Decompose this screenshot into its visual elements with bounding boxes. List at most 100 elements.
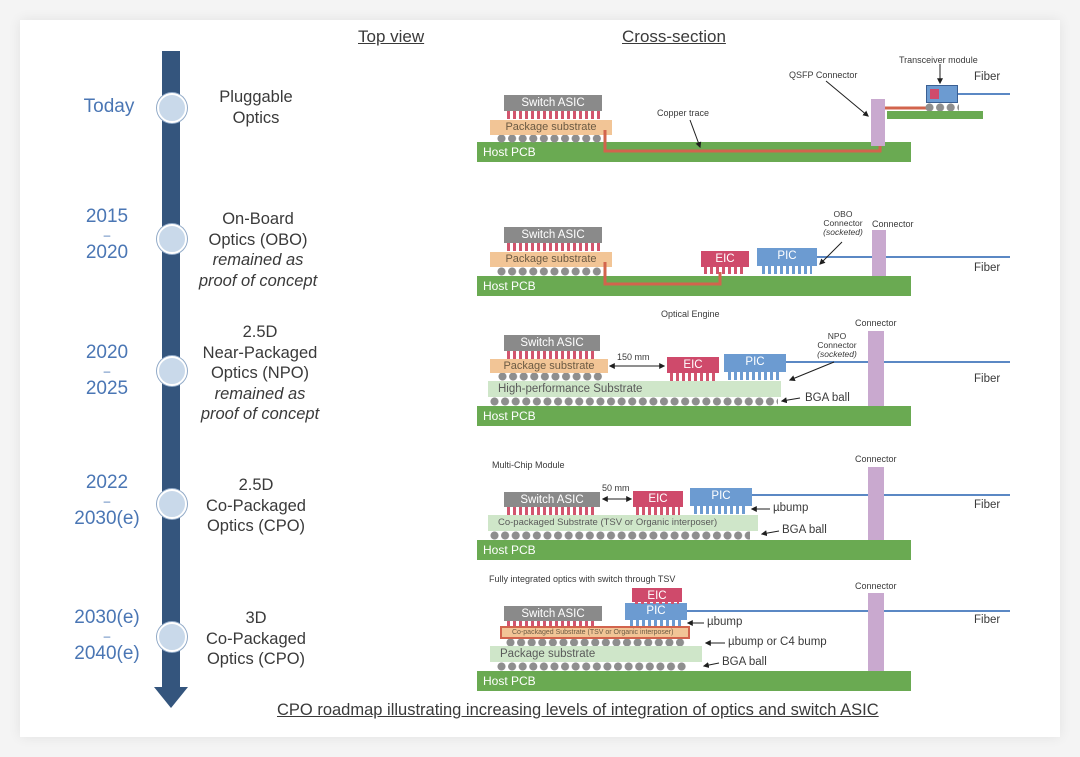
eic-3: EIC: [667, 357, 719, 373]
bumps-3: [507, 351, 597, 359]
optical-engine-label: Optical Engine: [661, 309, 720, 319]
copackaged-substrate-5: Co-packaged Substrate (TSV or Organic in…: [500, 626, 690, 639]
mcm-label: Multi-Chip Module: [492, 460, 565, 470]
era-2020-2025: 2020–2025: [85, 342, 129, 399]
bumps-4: [507, 507, 597, 515]
pic-bumps-3: [728, 372, 780, 380]
fiber-label-2: Fiber: [974, 262, 1001, 274]
ubump-c4-label: µbump or C4 bump: [728, 636, 827, 648]
timeline-node-obo: [157, 224, 187, 254]
ubump-label-4: µbump: [773, 502, 809, 514]
connector-2: [872, 230, 886, 276]
copper-trace-label: Copper trace: [657, 108, 710, 118]
fiber-1: [958, 93, 1010, 95]
switch-asic-3: Switch ASIC: [504, 335, 600, 351]
package-substrate-2: Package substrate: [490, 252, 612, 267]
eic-2: EIC: [701, 251, 749, 267]
high-performance-substrate: High-performance Substrate: [488, 381, 781, 397]
bga-balls-4: [490, 531, 750, 540]
pic-bumps-2: [762, 266, 812, 274]
c4-bumps-5: [506, 638, 686, 646]
pic-bumps-5: [630, 620, 682, 626]
bumps-2: [507, 243, 601, 251]
switch-asic-2: Switch ASIC: [504, 227, 602, 243]
switch-asic-4: Switch ASIC: [504, 492, 600, 507]
qsfp-connector: [871, 99, 885, 146]
distance-150mm: 150 mm: [617, 352, 650, 362]
bga-balls-3: [490, 397, 778, 406]
bga-balls-5: [497, 662, 687, 671]
pic-3: PIC: [724, 354, 786, 372]
switch-asic-1: Switch ASIC: [504, 95, 602, 111]
era-2015-2020: 2015–2020: [85, 206, 129, 263]
transceiver-balls: [925, 103, 959, 111]
connector-5: [868, 593, 884, 671]
ubump-label-5: µbump: [707, 616, 743, 628]
eic-bumps-3: [670, 373, 716, 381]
era-2030-2040: 2030(e)–2040(e): [74, 607, 140, 664]
fiber-label-1: Fiber: [974, 71, 1001, 83]
asic-bumps-5: [507, 620, 597, 626]
connector-label-5: Connector: [855, 581, 897, 591]
era-today: Today: [83, 96, 135, 117]
fiber-label-5: Fiber: [974, 614, 1001, 626]
era-2022-2030: 2022–2030(e): [74, 472, 140, 529]
eic-bumps-4: [636, 507, 680, 515]
connector-label-3: Connector: [855, 318, 897, 328]
bga-balls-2: [497, 267, 602, 276]
bga-ball-label-4: BGA ball: [782, 524, 827, 536]
eic-bumps-5: [635, 600, 679, 604]
fiber-2: [817, 256, 1010, 258]
bumps-1: [507, 111, 601, 119]
eic-bumps-2: [704, 267, 744, 274]
host-pcb-4: Host PCB: [477, 540, 911, 560]
pic-2: PIC: [757, 248, 817, 266]
fiber-label-3: Fiber: [974, 373, 1001, 385]
switch-asic-5: Switch ASIC: [504, 606, 602, 621]
eic-5: EIC: [632, 588, 682, 602]
package-substrate-3: Package substrate: [490, 359, 608, 373]
connector-3: [868, 331, 884, 406]
transceiver-board: [887, 111, 983, 119]
copackaged-substrate-4: Co-packaged Substrate (TSV or Organic in…: [488, 515, 758, 531]
package-substrate-5: Package substrate: [490, 646, 702, 662]
fiber-3: [786, 361, 1010, 363]
bga-ball-label-5: BGA ball: [722, 656, 767, 668]
cross-section-header: Cross-section: [622, 27, 726, 46]
pic-4: PIC: [690, 488, 752, 506]
timeline-node-cpo-2-5d: [157, 489, 187, 519]
timeline-node-cpo-3d: [157, 622, 187, 652]
eic-4: EIC: [633, 491, 683, 507]
connector-label-2: Connector: [872, 219, 914, 229]
top-view-header: Top view: [358, 27, 425, 46]
transceiver-module: [926, 85, 958, 103]
pic-bumps-4: [694, 506, 746, 514]
bga-balls-1: [497, 134, 602, 143]
fully-integrated-label: Fully integrated optics with switch thro…: [489, 574, 676, 584]
pic-5: PIC: [625, 603, 687, 620]
timeline-node-today: [157, 93, 187, 123]
bga-ball-label-3: BGA ball: [805, 392, 850, 404]
fiber-5: [687, 610, 1010, 612]
host-pcb-2: Host PCB: [477, 276, 911, 296]
timeline-node-npo: [157, 356, 187, 386]
caption: CPO roadmap illustrating increasing leve…: [277, 701, 879, 719]
connector-4: [868, 467, 884, 540]
qsfp-connector-label: QSFP Connector: [789, 70, 858, 80]
package-substrate-1: Package substrate: [490, 120, 612, 135]
host-pcb-5: Host PCB: [477, 671, 911, 691]
host-pcb-3: Host PCB: [477, 406, 911, 426]
transceiver-module-label: Transceiver module: [899, 55, 978, 65]
fiber-label-4: Fiber: [974, 499, 1001, 511]
pkg-balls-3: [498, 372, 603, 381]
